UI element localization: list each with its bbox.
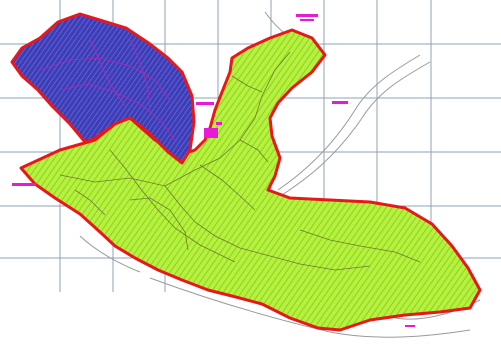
magenta-marker-center	[196, 102, 214, 105]
blue-street-4	[129, 39, 151, 113]
road-south	[149, 277, 471, 338]
magenta-marker-south	[405, 325, 415, 327]
road-southwest	[79, 235, 141, 273]
magenta-marker-center-2	[204, 128, 218, 138]
markers-layer	[12, 14, 415, 327]
street-branch-5	[231, 75, 263, 93]
magenta-marker-north	[296, 14, 318, 17]
blue-street-2	[59, 83, 176, 141]
street-branch-2	[164, 185, 371, 271]
street-branch-8	[74, 189, 106, 216]
street-branch-4	[239, 139, 269, 163]
magenta-marker-east	[332, 101, 348, 104]
magenta-marker-zone-top	[216, 122, 222, 125]
magenta-marker-west	[12, 183, 36, 186]
street-spine	[59, 51, 291, 187]
road-east	[277, 54, 421, 191]
magenta-marker-north-2	[300, 19, 314, 21]
blue-street-1	[39, 57, 171, 101]
street-branch-7	[299, 229, 421, 263]
street-branch-3	[199, 164, 256, 211]
road-east-2	[281, 61, 431, 196]
street-branch-6	[129, 197, 189, 251]
blue-street-3	[89, 39, 126, 107]
blue-streets-layer	[39, 39, 176, 141]
street-branch-1	[109, 149, 236, 263]
street-network-layer	[59, 51, 421, 271]
